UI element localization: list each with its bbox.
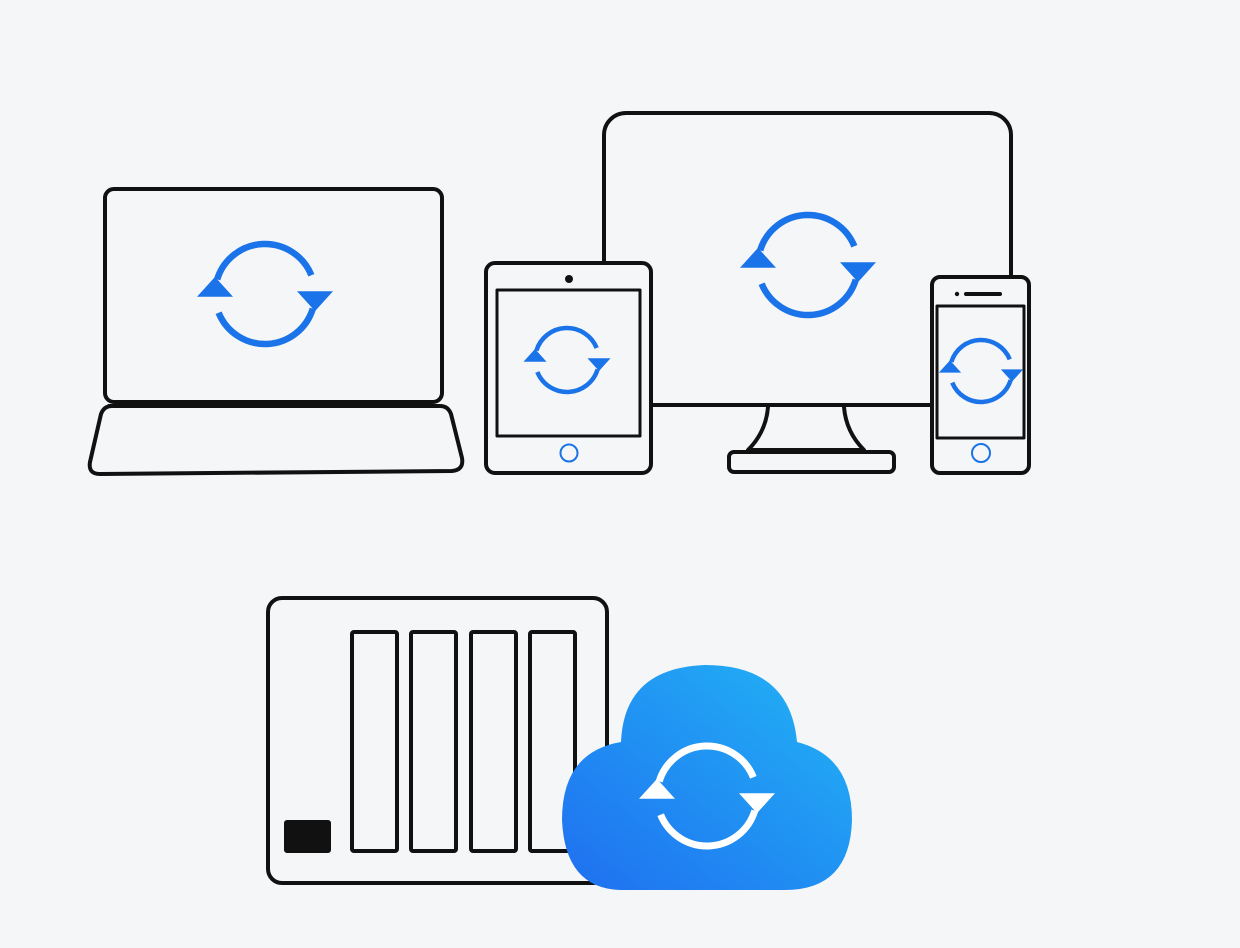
cloud-sync-icon	[639, 742, 775, 850]
monitor-icon	[602, 111, 1013, 474]
sync-arrowhead	[1000, 369, 1024, 382]
sync-arc	[758, 278, 859, 319]
sync-arrowhead	[740, 247, 776, 268]
sync-arrowhead	[197, 276, 233, 297]
sync-arc	[215, 307, 316, 348]
sync-arrowhead	[739, 793, 775, 814]
sync-arrowhead	[840, 262, 876, 283]
tablet-home-button	[559, 443, 579, 463]
sync-arc	[535, 368, 600, 395]
sync-arc	[657, 809, 759, 850]
phone-home-button	[971, 443, 991, 463]
nas-server-icon	[266, 596, 609, 885]
sync-arrowhead	[938, 360, 962, 373]
cloud-icon	[562, 665, 852, 890]
sync-arrowhead	[523, 349, 547, 362]
sync-arc	[655, 742, 757, 783]
tablet-icon	[484, 261, 653, 475]
sync-arc	[950, 379, 1013, 405]
sync-arc	[949, 337, 1012, 363]
sync-arc	[214, 240, 315, 281]
tablet-sync-icon	[523, 325, 611, 395]
sync-arrowhead	[639, 778, 675, 799]
phone-sync-icon	[938, 337, 1024, 405]
sync-arc	[534, 325, 599, 352]
sync-arrowhead	[297, 291, 333, 312]
laptop-icon	[87, 187, 465, 476]
sync-arc	[757, 211, 858, 252]
monitor-sync-icon	[740, 211, 876, 319]
laptop-sync-icon	[197, 240, 333, 348]
sync-arrowhead	[587, 358, 611, 371]
